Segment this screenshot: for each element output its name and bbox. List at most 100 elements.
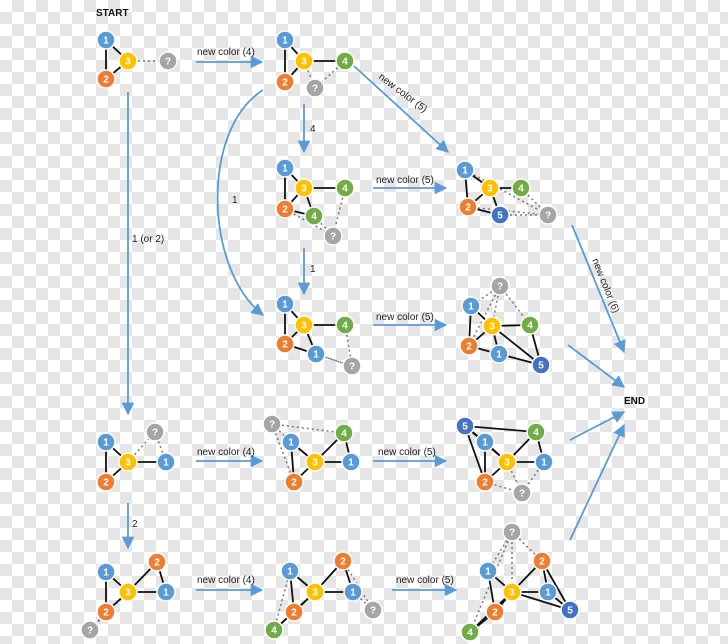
- node-circle: [480, 178, 500, 198]
- node-label: 3: [312, 588, 318, 599]
- node-circle: [511, 178, 531, 198]
- node-circle: [80, 620, 100, 640]
- node-unknown: ?: [305, 78, 325, 98]
- node-label: 3: [125, 458, 131, 469]
- label-new-color-5-row3: new color (5): [376, 312, 434, 323]
- label-new-color-5-row6: new color (5): [396, 575, 454, 586]
- end-label: END: [624, 396, 645, 407]
- node-circle: [455, 416, 475, 436]
- dotted-edge: [271, 423, 295, 483]
- label-step-1-or-2: 1 (or 2): [132, 234, 164, 245]
- node-label: 3: [301, 57, 307, 68]
- node-label: 2: [282, 205, 288, 216]
- node-4: 4: [511, 178, 531, 198]
- node-circle: [335, 51, 355, 71]
- node-1: 1: [455, 160, 475, 180]
- node-circle: [96, 602, 116, 622]
- node-label: 1: [350, 588, 356, 599]
- node-2: 2: [475, 472, 495, 492]
- node-2: 2: [275, 199, 295, 219]
- node-4: 4: [335, 315, 355, 335]
- node-label: 2: [154, 558, 160, 569]
- node-1: 1: [534, 452, 554, 472]
- node-label: 2: [103, 478, 109, 489]
- node-label: 4: [271, 626, 277, 637]
- node-3: 3: [118, 452, 138, 472]
- label-new-color-4-row5: new color (4): [197, 447, 255, 458]
- node-3: 3: [502, 582, 522, 602]
- node-circle: [538, 205, 558, 225]
- node-3: 3: [305, 452, 325, 472]
- node-5: 5: [560, 600, 580, 620]
- graph-start: 123?: [96, 30, 178, 89]
- node-circle: [333, 551, 353, 571]
- node-label: 1: [348, 458, 354, 469]
- node-circle: [497, 452, 517, 472]
- node-circle: [502, 522, 522, 542]
- node-2: 2: [275, 334, 295, 354]
- node-circle: [502, 582, 522, 602]
- node-circle: [96, 562, 116, 582]
- node-circle: [342, 356, 362, 376]
- label-step-4: 4: [310, 124, 316, 135]
- arrow-g3-to-end: [571, 224, 626, 354]
- arrow-g11-to-end: [569, 423, 625, 541]
- node-label: 1: [282, 36, 288, 47]
- flow-arrows: [121, 55, 626, 597]
- node-1: 1: [478, 561, 498, 581]
- node-label: ?: [370, 606, 376, 617]
- node-4: 4: [520, 315, 540, 335]
- dotted-edge: [469, 531, 513, 633]
- node-4: 4: [526, 422, 546, 442]
- label-step-2: 2: [132, 519, 138, 530]
- node-label: 3: [125, 57, 131, 68]
- flow-labels: START END new color (4) new color (5) ne…: [96, 8, 645, 586]
- node-circle: [341, 452, 361, 472]
- node-circle: [482, 316, 502, 336]
- node-circle: [118, 51, 138, 71]
- node-circle: [305, 452, 325, 472]
- node-label: 1: [313, 350, 319, 361]
- node-label: 1: [462, 166, 468, 177]
- node-circle: [490, 276, 510, 296]
- node-1: 1: [475, 432, 495, 452]
- node-circle: [145, 422, 165, 442]
- node-label: 1: [103, 438, 109, 449]
- node-label: 4: [467, 628, 473, 639]
- node-label: 1: [288, 438, 294, 449]
- node-circle: [485, 602, 505, 622]
- node-circle: [460, 622, 480, 642]
- node-circle: [96, 69, 116, 89]
- node-circle: [475, 472, 495, 492]
- node-1: 1: [96, 562, 116, 582]
- node-label: 1: [541, 458, 547, 469]
- label-step-1-curve: 1: [232, 195, 238, 206]
- edge: [464, 425, 486, 483]
- node-1: 1: [280, 561, 300, 581]
- node-label: 3: [509, 588, 515, 599]
- node-1: 1: [538, 582, 558, 602]
- node-label: 1: [482, 438, 488, 449]
- node-circle: [275, 72, 295, 92]
- node-label: 3: [487, 184, 493, 195]
- node-circle: [96, 472, 116, 492]
- node-label: 2: [103, 608, 109, 619]
- node-3: 3: [480, 178, 500, 198]
- node-1: 1: [96, 30, 116, 50]
- node-label: ?: [509, 528, 515, 539]
- node-unknown: ?: [323, 226, 343, 246]
- node-circle: [262, 414, 282, 434]
- node-label: 2: [482, 478, 488, 489]
- node-5: 5: [531, 355, 551, 375]
- node-circle: [118, 582, 138, 602]
- node-circle: [294, 51, 314, 71]
- node-1: 1: [341, 452, 361, 472]
- node-2: 2: [275, 72, 295, 92]
- node-label: 3: [301, 321, 307, 332]
- node-2: 2: [485, 602, 505, 622]
- node-label: 4: [342, 184, 348, 195]
